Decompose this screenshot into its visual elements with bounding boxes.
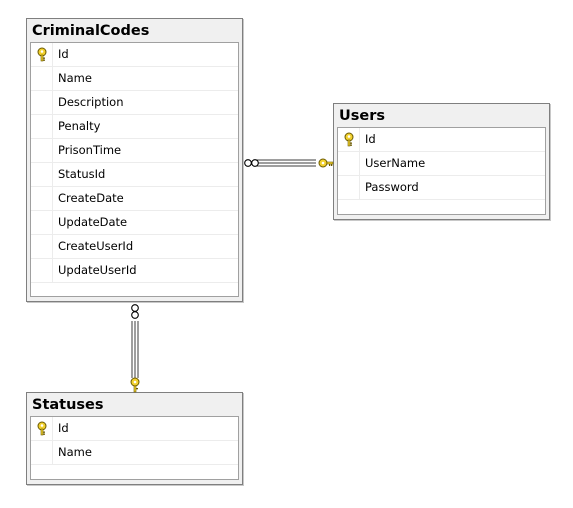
column-row-updateuserid[interactable]: UpdateUserId	[31, 259, 238, 283]
column-name: CreateUserId	[58, 239, 134, 253]
column-name: Name	[58, 71, 92, 85]
infinity-end-icon	[244, 159, 259, 167]
column-name: Description	[58, 95, 124, 109]
column-row-description[interactable]: Description	[31, 91, 238, 115]
primary-key-icon	[37, 47, 47, 62]
column-name: StatusId	[58, 167, 106, 181]
relationship-criminalcodes-users[interactable]	[244, 158, 334, 168]
column-row-penalty[interactable]: Penalty	[31, 115, 238, 139]
column-row-name[interactable]: Name	[31, 67, 238, 91]
column-name: Id	[58, 47, 69, 61]
column-row-password[interactable]: Password	[338, 176, 545, 200]
column-row-id[interactable]: Id	[338, 128, 545, 152]
column-row-createuserid[interactable]: CreateUserId	[31, 235, 238, 259]
table-users[interactable]: Users Id UserName Password	[333, 103, 550, 220]
column-name: Name	[58, 445, 92, 459]
column-row-createdate[interactable]: CreateDate	[31, 187, 238, 211]
table-title: Users	[339, 108, 386, 124]
column-name: UserName	[365, 156, 426, 170]
column-name: Penalty	[58, 119, 101, 133]
relationship-criminalcodes-statuses[interactable]	[130, 304, 140, 393]
table-title: CriminalCodes	[32, 23, 150, 39]
column-row-id[interactable]: Id	[31, 417, 238, 441]
column-name: Id	[58, 421, 69, 435]
table-statuses[interactable]: Statuses Id Name	[26, 392, 243, 485]
column-row-statusid[interactable]: StatusId	[31, 163, 238, 187]
column-list: Id Name	[30, 416, 239, 480]
table-title: Statuses	[32, 397, 104, 413]
key-end-icon	[318, 158, 334, 168]
column-name: UpdateDate	[58, 215, 128, 229]
column-row-name[interactable]: Name	[31, 441, 238, 465]
primary-key-icon	[37, 421, 47, 436]
column-name: CreateDate	[58, 191, 124, 205]
column-list: Id UserName Password	[337, 127, 546, 215]
column-list: Id Name Description Penalty PrisonTime S…	[30, 42, 239, 297]
key-end-icon	[130, 377, 140, 393]
column-name: PrisonTime	[58, 143, 122, 157]
infinity-end-icon	[131, 304, 139, 319]
column-name: UpdateUserId	[58, 263, 137, 277]
primary-key-icon	[344, 132, 354, 147]
column-name: Password	[365, 180, 419, 194]
column-row-username[interactable]: UserName	[338, 152, 545, 176]
table-criminalcodes[interactable]: CriminalCodes Id Name Description Penalt…	[26, 18, 243, 302]
column-row-id[interactable]: Id	[31, 43, 238, 67]
column-row-updatedate[interactable]: UpdateDate	[31, 211, 238, 235]
column-row-prisontime[interactable]: PrisonTime	[31, 139, 238, 163]
column-name: Id	[365, 132, 376, 146]
